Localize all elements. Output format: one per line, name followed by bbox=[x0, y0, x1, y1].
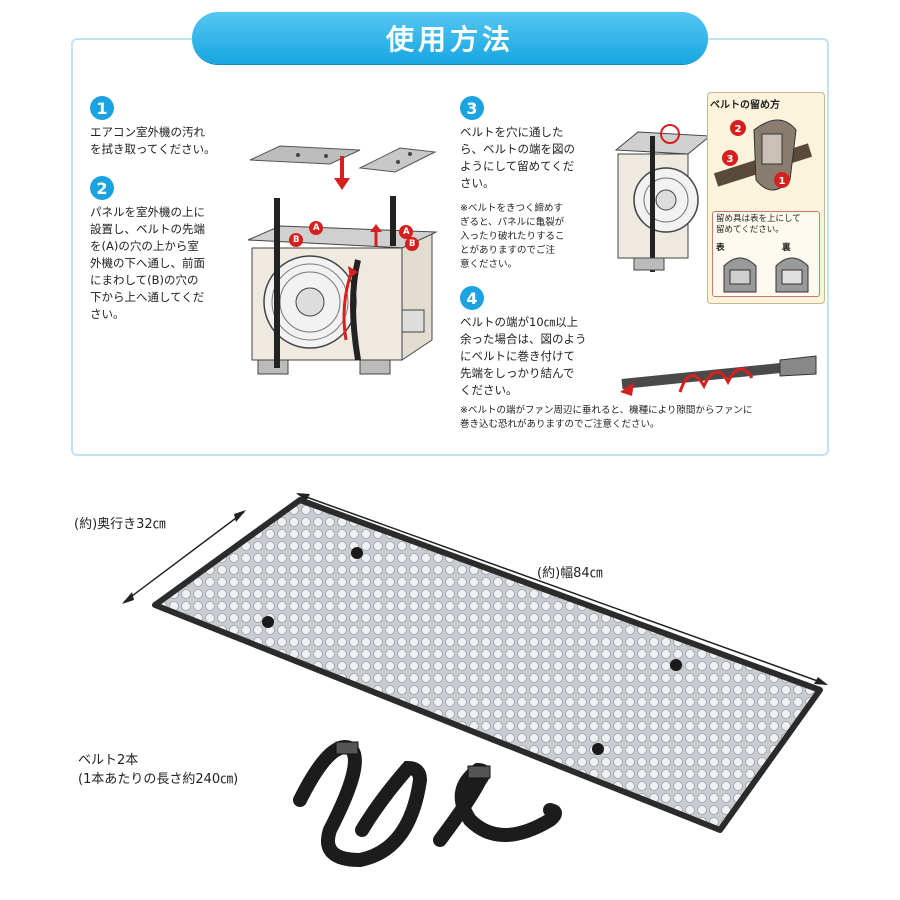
marker-a-right: A bbox=[403, 227, 410, 237]
buckle-tip-text: 留め具は表を上にして 留めてください。 bbox=[716, 214, 801, 235]
belt-wrapping-illustration bbox=[620, 355, 817, 396]
step-3-number: 3 bbox=[460, 96, 484, 120]
page-title: 使用方法 bbox=[192, 12, 708, 64]
step-2-text: パネルを室外機の上に 設置し、ベルトの先端 を(A)の穴の上から室 外機の下へ通… bbox=[90, 205, 205, 321]
belts-label: ベルト2本 (1本あたりの長さ約240㎝) bbox=[78, 753, 239, 787]
arrow-2-label: 2 bbox=[735, 124, 742, 135]
buckle-front-back-icons bbox=[723, 257, 809, 293]
step-3-note: ※ベルトをきつく締めす ぎると、パネルに亀裂が 入ったり破れたりするこ とがあり… bbox=[460, 203, 565, 270]
arrow-3-label: 3 bbox=[727, 154, 734, 165]
arrow-1-label: 1 bbox=[779, 176, 786, 187]
step-1-number: 1 bbox=[90, 96, 114, 120]
step-1-text: エアコン室外機の汚れ を拭き取ってください。 bbox=[90, 125, 216, 156]
buckle-back-label: 裏 bbox=[782, 243, 791, 253]
step-3-text: ベルトを穴に通した ら、ベルトの端を図の ようにして留めてくだ さい。 bbox=[460, 125, 575, 190]
marker-b: B bbox=[293, 235, 300, 245]
belt-buckle-illustration: 2 3 1 bbox=[713, 119, 813, 191]
ac-unit-fastened-illustration bbox=[614, 124, 712, 272]
step-2-number: 2 bbox=[90, 176, 114, 200]
step-4-note: ※ベルトの端がファン周辺に垂れると、機種により隙間からファンに 巻き込む恐れがあ… bbox=[460, 405, 753, 430]
width-dimension-label: (約)幅84㎝ bbox=[537, 566, 603, 581]
step-4-number: 4 bbox=[460, 286, 484, 310]
step-4-text: ベルトの端が10㎝以上 余った場合は、図のよう にベルトに巻き付けて 先端をしっ… bbox=[460, 315, 587, 397]
marker-b-right: B bbox=[409, 239, 416, 249]
panel-cleaning-illustration bbox=[249, 145, 437, 190]
buckle-front-label: 表 bbox=[716, 243, 725, 253]
belt-fastening-title: ベルトの留め方 bbox=[710, 100, 780, 111]
ac-unit-belt-illustration bbox=[247, 196, 438, 375]
marker-a: A bbox=[313, 223, 320, 233]
depth-dimension-label: (約)奥行き32㎝ bbox=[74, 517, 166, 532]
